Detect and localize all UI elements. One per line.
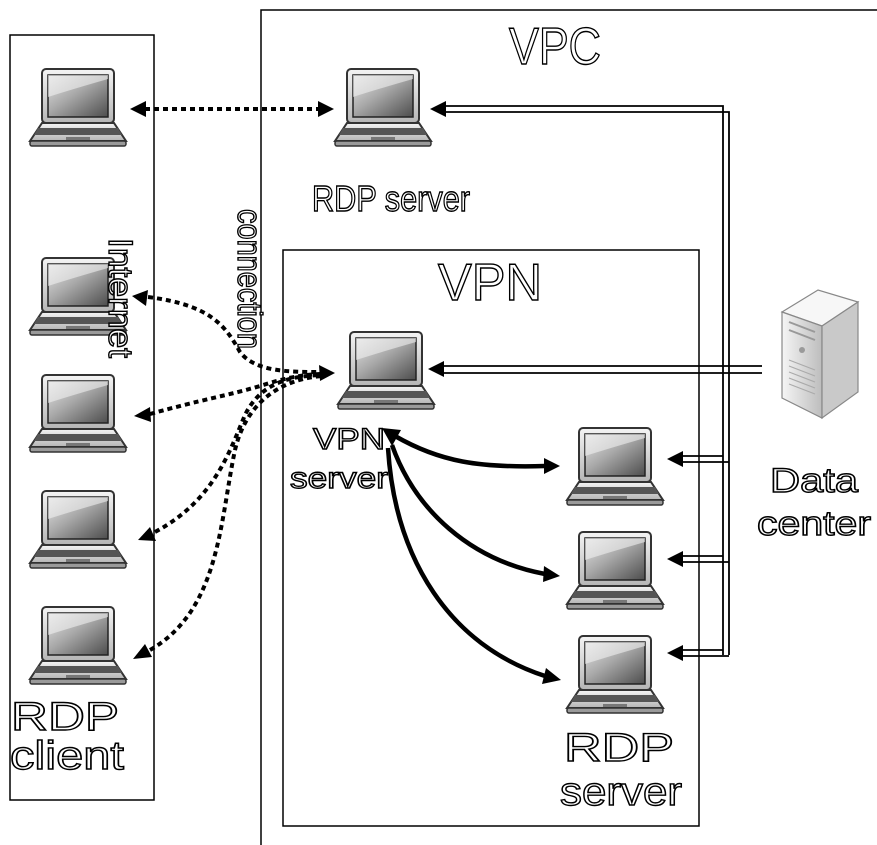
vpn-box bbox=[282, 249, 700, 827]
rdp-server-laptop-3 bbox=[566, 635, 664, 714]
rdp-server-laptop-top bbox=[334, 68, 432, 147]
rdp-client-laptop-5 bbox=[29, 606, 127, 685]
internet-arrowheads bbox=[130, 101, 335, 659]
rdp-client-laptop-3 bbox=[29, 374, 127, 453]
rdp-client-laptop-4 bbox=[29, 490, 127, 569]
data-center-label-line1: Data bbox=[770, 462, 858, 500]
vpn-solid-links bbox=[385, 434, 546, 679]
vpc-label: VPC bbox=[509, 18, 601, 76]
rdp-server-top-label: RDP server bbox=[312, 178, 470, 219]
rdp-client-laptop-1 bbox=[29, 68, 127, 147]
rdp-client-label-line1: RDP bbox=[11, 695, 119, 739]
rdp-server-label-line1: RDP bbox=[564, 726, 674, 770]
internet-dotted-links bbox=[145, 107, 324, 652]
rdp-server-laptop-1 bbox=[566, 427, 664, 506]
vpn-arrowheads bbox=[382, 428, 561, 684]
vpc-box bbox=[260, 9, 877, 845]
data-center-links bbox=[443, 105, 762, 657]
data-center-arrowheads bbox=[428, 101, 683, 661]
vpn-server-label-line1: VPN bbox=[313, 423, 385, 456]
rdp-client-box bbox=[9, 34, 155, 801]
vpn-server-laptop bbox=[337, 331, 435, 410]
vpn-label: VPN bbox=[438, 254, 542, 312]
vpn-server-label-line2: server bbox=[290, 462, 388, 495]
data-center-label-line2: center bbox=[757, 505, 871, 543]
server-tower-icon bbox=[780, 289, 860, 420]
internet-label-line2: connection bbox=[230, 209, 268, 349]
rdp-server-laptop-2 bbox=[566, 531, 664, 610]
rdp-server-label-line2: server bbox=[560, 770, 682, 814]
rdp-client-label-line2: client bbox=[10, 734, 124, 778]
internet-label-line1: Internet bbox=[101, 238, 139, 359]
